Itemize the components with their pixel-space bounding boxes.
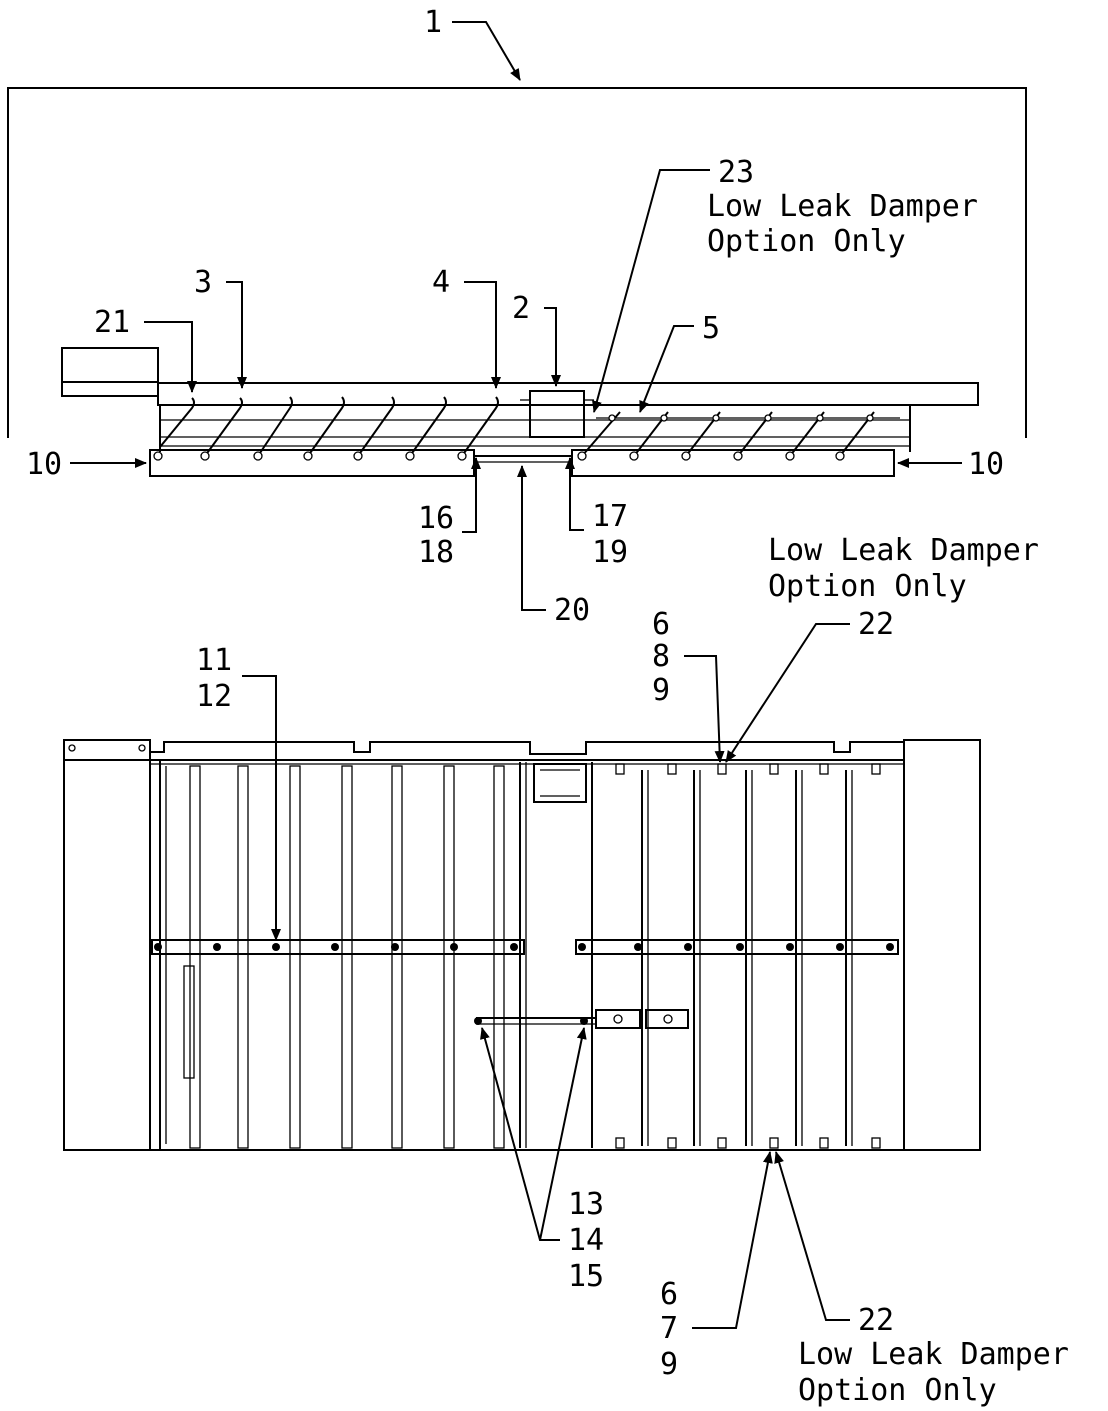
bottom-note-line-2: Option Only: [798, 1373, 997, 1408]
top-note-line-2: Option Only: [768, 569, 967, 604]
top-callouts: 1 23 Low Leak Damper Option Only 3 4 2 2…: [26, 5, 1004, 628]
top-header: [149, 741, 905, 761]
bottom-callouts: Low Leak Damper Option Only 6 8 9 22 11 …: [196, 533, 1069, 1408]
section-view: [7, 87, 1027, 477]
callout-23: 23: [718, 155, 754, 190]
callout-15: 15: [568, 1259, 604, 1294]
callout-19: 19: [592, 535, 628, 570]
left-connecting-bar: [151, 939, 525, 955]
callout-9-bot: 9: [660, 1347, 678, 1382]
bottom-note-line-1: Low Leak Damper: [798, 1337, 1069, 1372]
tie-rod: [474, 1009, 689, 1029]
callout-20: 20: [554, 593, 590, 628]
callout-4: 4: [432, 265, 450, 300]
top-note-line-1: Low Leak Damper: [768, 533, 1039, 568]
left-blade-rods: [189, 765, 505, 1149]
right-blades: [577, 411, 900, 461]
actuator-housing: [61, 347, 159, 397]
callout-23-note-line-1: Low Leak Damper: [707, 189, 978, 224]
callout-22-top: 22: [858, 607, 894, 642]
callout-23-note-line-2: Option Only: [707, 224, 906, 259]
callout-8-top: 8: [652, 639, 670, 674]
callout-3: 3: [194, 265, 212, 300]
callout-11: 11: [196, 643, 232, 678]
top-plate: [157, 382, 979, 406]
left-end-panel: [63, 739, 151, 1151]
center-bracket: [529, 390, 585, 438]
callout-1: 1: [424, 5, 442, 40]
callout-17: 17: [592, 499, 628, 534]
callout-6-top: 6: [652, 607, 670, 642]
callout-12: 12: [196, 679, 232, 714]
callout-21: 21: [94, 305, 130, 340]
callout-16: 16: [418, 501, 454, 536]
callout-18: 18: [418, 535, 454, 570]
right-linkage-bar: [571, 449, 895, 477]
callout-10-left: 10: [26, 447, 62, 482]
callout-14: 14: [568, 1223, 604, 1258]
right-connecting-bar: [575, 939, 899, 955]
callout-2: 2: [512, 291, 530, 326]
front-view: [63, 739, 981, 1151]
callout-9-top: 9: [652, 673, 670, 708]
callout-7-bot: 7: [660, 1311, 678, 1346]
enclosure-outline: [7, 87, 1027, 438]
callout-5: 5: [702, 311, 720, 346]
callout-10-right: 10: [968, 447, 1004, 482]
callout-13: 13: [568, 1187, 604, 1222]
right-blade-panels: [615, 763, 881, 1149]
right-end-panel: [903, 739, 981, 1151]
callout-6-bot: 6: [660, 1277, 678, 1312]
left-blades: [153, 396, 499, 461]
callout-22-bot: 22: [858, 1303, 894, 1338]
